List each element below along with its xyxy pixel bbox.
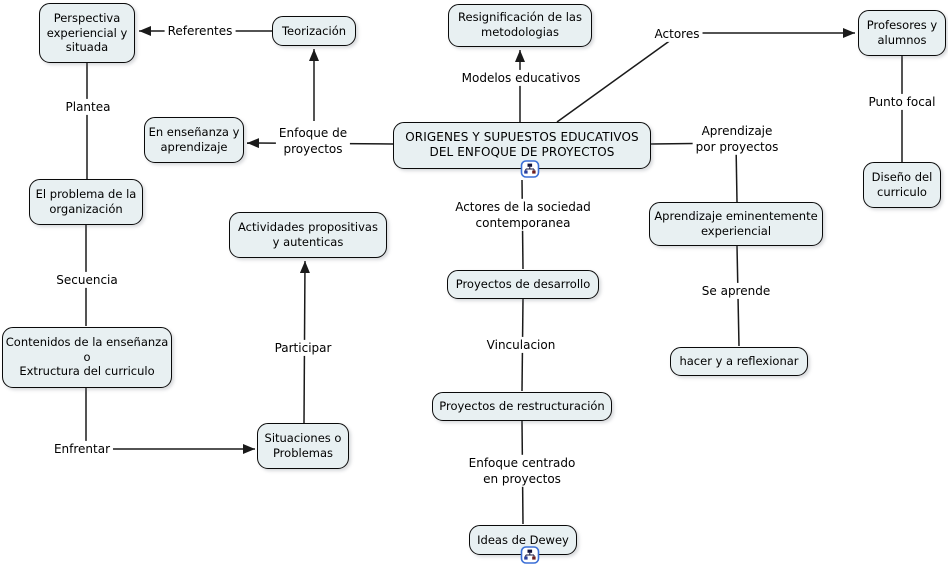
linking-phrase-plantea[interactable]: Plantea <box>62 98 114 116</box>
linking-phrase-text: Punto focal <box>868 94 936 109</box>
linking-phrase-text: Enfrentar <box>53 441 111 456</box>
cmap-link-icon[interactable] <box>514 546 540 564</box>
concept-node-label: Diseño del curriculo <box>871 170 933 199</box>
concept-node-perspectiva[interactable]: Perspectiva experiencial y situada <box>39 3 135 63</box>
concept-node-label: En enseñanza y aprendizaje <box>148 125 240 154</box>
concept-node-teorizacion[interactable]: Teorización <box>272 16 356 46</box>
concept-node-label: Proyectos de desarrollo <box>455 276 591 291</box>
concept-node-profesores[interactable]: Profesores y alumnos <box>858 10 946 56</box>
concept-node-ideas-dewey[interactable]: Ideas de Dewey <box>469 525 577 564</box>
linking-phrase-text: Enfoque centrado en proyectos <box>468 455 576 486</box>
concept-node-label: Aprendizaje eminentemente experiencial <box>654 209 818 238</box>
concept-node-contenidos[interactable]: Contenidos de la enseñanza o Extructura … <box>2 326 172 388</box>
linking-phrase-text: Aprendizaje por proyectos <box>695 123 779 154</box>
cmap-link-icon[interactable] <box>513 159 540 178</box>
concept-node-label: Actividades propositivas y autenticas <box>238 220 378 249</box>
concept-node-proyectos-restructuracion[interactable]: Proyectos de restructuración <box>432 391 612 421</box>
linking-phrase-participar[interactable]: Participar <box>271 339 335 357</box>
linking-phrase-actores[interactable]: Actores <box>651 25 703 43</box>
concept-node-diseno[interactable]: Diseño del curriculo <box>863 162 941 208</box>
concept-node-label: Ideas de Dewey <box>477 532 569 547</box>
linking-phrase-text: Actores de la sociedad contemporanea <box>455 199 591 230</box>
linking-phrase-text: Modelos educativos <box>461 70 581 85</box>
concept-node-hacer[interactable]: hacer y a reflexionar <box>670 346 808 376</box>
linking-phrase-se-aprende[interactable]: Se aprende <box>698 282 774 300</box>
concept-node-label: ORIGENES Y SUPUESTOS EDUCATIVOS DEL ENFO… <box>405 129 639 159</box>
concept-node-origenes[interactable]: ORIGENES Y SUPUESTOS EDUCATIVOS DEL ENFO… <box>393 121 651 178</box>
concept-node-actividades[interactable]: Actividades propositivas y autenticas <box>229 212 387 258</box>
linking-phrase-vinculacion[interactable]: Vinculacion <box>483 336 559 354</box>
concept-node-label: Resignificación de las metodologias <box>458 10 582 39</box>
concept-node-situaciones[interactable]: Situaciones o Problemas <box>257 423 349 469</box>
concept-node-proyectos-desarrollo[interactable]: Proyectos de desarrollo <box>447 269 599 299</box>
concept-node-el-problema[interactable]: El problema de la organización <box>29 179 143 225</box>
linking-phrase-text: Plantea <box>65 99 111 114</box>
concept-node-apr-eminentemente[interactable]: Aprendizaje eminentemente experiencial <box>649 202 823 246</box>
linking-phrase-text: Se aprende <box>701 283 771 298</box>
edge-line-origenes-to-actores-diagonal <box>556 36 676 123</box>
linking-phrase-enfoque-centrado[interactable]: Enfoque centrado en proyectos <box>465 454 579 488</box>
linking-phrase-enfoque-de-proyectos[interactable]: Enfoque de proyectos <box>275 124 351 158</box>
linking-phrase-text: Secuencia <box>56 272 118 287</box>
linking-phrase-actores-sociedad[interactable]: Actores de la sociedad contemporanea <box>452 198 594 232</box>
concept-node-label: Perspectiva experiencial y situada <box>46 10 128 55</box>
concept-node-label: El problema de la organización <box>35 187 137 216</box>
linking-phrase-text: Referentes <box>167 23 233 38</box>
linking-phrase-modelos-educativos[interactable]: Modelos educativos <box>458 69 584 87</box>
linking-phrase-punto-focal[interactable]: Punto focal <box>865 93 939 111</box>
concept-node-en-ensenanza[interactable]: En enseñanza y aprendizaje <box>144 117 244 163</box>
concept-node-label: Teorización <box>281 23 347 38</box>
concept-node-label: Profesores y alumnos <box>866 18 938 47</box>
concept-node-label: hacer y a reflexionar <box>679 353 799 368</box>
concept-node-resignificacion[interactable]: Resignificación de las metodologias <box>448 3 592 47</box>
linking-phrase-secuencia[interactable]: Secuencia <box>53 271 121 289</box>
concept-node-label: Situaciones o Problemas <box>264 431 342 460</box>
concept-node-label: Contenidos de la enseñanza o Extructura … <box>5 334 169 379</box>
linking-phrase-enfrentar[interactable]: Enfrentar <box>50 440 114 458</box>
concept-node-label: Proyectos de restructuración <box>439 398 605 413</box>
linking-phrase-text: Enfoque de proyectos <box>278 125 348 156</box>
linking-phrase-aprendizaje-por-proyectos[interactable]: Aprendizaje por proyectos <box>692 122 782 156</box>
linking-phrase-text: Actores <box>654 26 700 41</box>
linking-phrase-text: Participar <box>274 340 332 355</box>
linking-phrase-referentes[interactable]: Referentes <box>164 22 236 40</box>
linking-phrase-text: Vinculacion <box>486 337 556 352</box>
